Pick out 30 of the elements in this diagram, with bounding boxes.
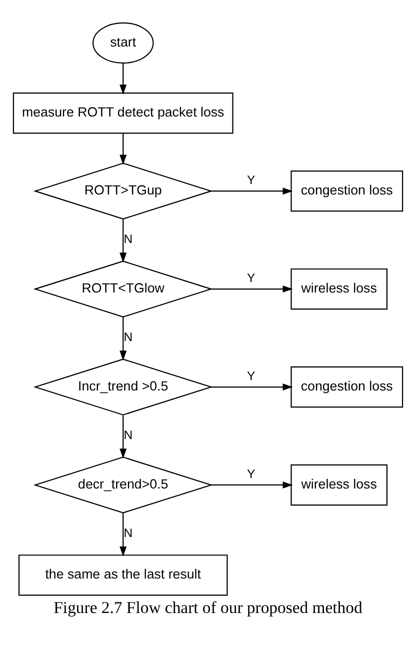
arrow	[210, 187, 292, 194]
edge-label: Y	[246, 368, 255, 383]
node-diamond: decr_trend>0.5	[32, 456, 212, 513]
arrow	[119, 512, 126, 556]
caption: Figure 2.7 Flow chart of our proposed method	[53, 598, 362, 617]
edge-label: N	[123, 526, 132, 540]
node-box: the same as the last result	[18, 554, 228, 596]
edge-label: N	[123, 330, 132, 344]
arrow	[119, 316, 126, 360]
arrow	[119, 218, 126, 262]
edge-label: Y	[246, 270, 255, 285]
arrow	[119, 132, 126, 164]
node-ellipse: start	[92, 22, 154, 64]
arrow	[119, 414, 126, 458]
edge-label: Y	[246, 466, 255, 481]
arrow	[119, 62, 126, 94]
edge-label: Y	[246, 172, 255, 187]
node-diamond: ROTT<TGlow	[32, 260, 212, 317]
node-box: measure ROTT detect packet loss	[12, 92, 233, 134]
node-box: congestion loss	[290, 366, 403, 408]
node-box: wireless loss	[290, 268, 388, 310]
arrow	[210, 383, 292, 390]
arrow	[210, 285, 292, 292]
node-diamond: ROTT>TGup	[32, 162, 212, 219]
node-box: congestion loss	[290, 170, 403, 212]
arrow	[210, 480, 292, 488]
edge-label: N	[123, 428, 132, 442]
node-diamond: Incr_trend >0.5	[32, 358, 212, 415]
edge-label: N	[123, 232, 132, 246]
node-box: wireless loss	[290, 464, 388, 506]
